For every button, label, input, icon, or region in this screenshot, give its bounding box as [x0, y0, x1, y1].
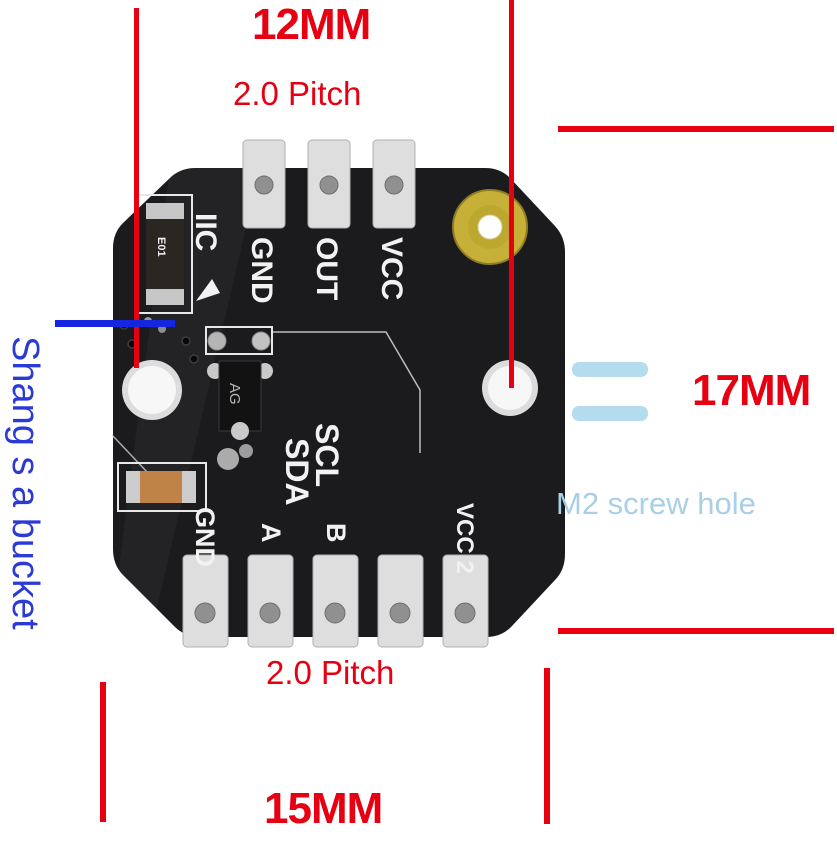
top-pin-label-gnd: GND	[245, 237, 278, 304]
solder-blob	[207, 331, 227, 351]
mount-hole-left	[128, 366, 176, 414]
solder-blob	[251, 331, 271, 351]
pad-hole	[454, 602, 476, 624]
pitch-label-bottom: 2.0 Pitch	[266, 654, 395, 691]
bottom-pad-row	[182, 554, 489, 648]
pad	[247, 554, 294, 648]
iic-arrow-icon	[196, 279, 220, 301]
dim-line-bottom-horizontal	[558, 628, 834, 634]
solder-blob	[217, 448, 239, 470]
board-glare	[118, 168, 260, 637]
top-pin-label-vcc: VCC	[375, 237, 408, 300]
pad	[182, 554, 229, 648]
dim-line-top-horizontal	[558, 126, 834, 132]
dim-line-left-vertical	[134, 8, 139, 368]
capacitor-body	[140, 471, 182, 503]
m2-screw-hole-center	[477, 214, 503, 240]
pad	[442, 554, 489, 648]
bus-label-scl: SCL	[309, 423, 345, 487]
bottom-pin-label-a: A	[256, 523, 286, 543]
pad-hole	[389, 602, 411, 624]
solder-blob	[239, 444, 253, 458]
dim-line-bottom-right-vertical	[544, 668, 550, 824]
bottom-pin-label-vcc2: VCC 2	[451, 503, 478, 574]
bottom-pin-label-gnd: GND	[190, 507, 220, 567]
dimension-label-right-height: 17MM	[692, 366, 811, 415]
hole-marker-dash-top	[572, 362, 648, 377]
dimension-label-top-width: 12MM	[252, 0, 371, 49]
footprint-silkscreen	[205, 326, 273, 355]
pad	[312, 554, 359, 648]
capacitor-cap-right	[182, 471, 196, 503]
pad-hole	[194, 602, 216, 624]
board-outline	[113, 168, 565, 637]
pcb-board: E01 AG	[111, 139, 565, 648]
pad-hole	[384, 175, 404, 195]
bus-label-sda: SDA	[279, 438, 315, 506]
capacitor-cap-left	[126, 471, 140, 503]
screw-hole-label: M2 screw hole	[556, 486, 756, 521]
capacitor-silkscreen	[117, 462, 207, 512]
via-hole	[181, 336, 191, 346]
signal-trace-2	[111, 434, 149, 474]
top-pad-row	[242, 139, 416, 229]
transistor-marking: AG	[226, 383, 243, 405]
mount-hole-right	[488, 366, 532, 410]
dimension-label-bottom-width: 15MM	[264, 784, 383, 833]
dim-line-right-vertical	[509, 0, 514, 388]
pad-hole	[254, 175, 274, 195]
iic-label: IIC	[189, 213, 222, 251]
pointer-line-blue	[55, 320, 175, 327]
pad-hole	[259, 602, 281, 624]
dim-line-bottom-left-vertical	[100, 682, 106, 822]
solder-dot	[158, 325, 166, 333]
bottom-pin-label-b: B	[321, 523, 351, 543]
pad-hole	[324, 602, 346, 624]
resistor-cap-top	[146, 203, 184, 219]
signal-trace	[272, 331, 421, 453]
solder-blob	[231, 422, 249, 440]
transistor-body	[218, 360, 262, 432]
resistor-marking: E01	[155, 237, 167, 257]
hole-marker-dash-bottom	[572, 406, 648, 421]
via-hole	[189, 354, 199, 364]
top-pin-label-out: OUT	[310, 237, 343, 300]
resistor-body	[146, 203, 184, 305]
pitch-label-top: 2.0 Pitch	[233, 75, 362, 112]
pad-hole	[319, 175, 339, 195]
resistor-cap-bottom	[146, 289, 184, 305]
watermark-text: Shang s a bucket	[4, 336, 46, 630]
pad	[377, 554, 424, 648]
